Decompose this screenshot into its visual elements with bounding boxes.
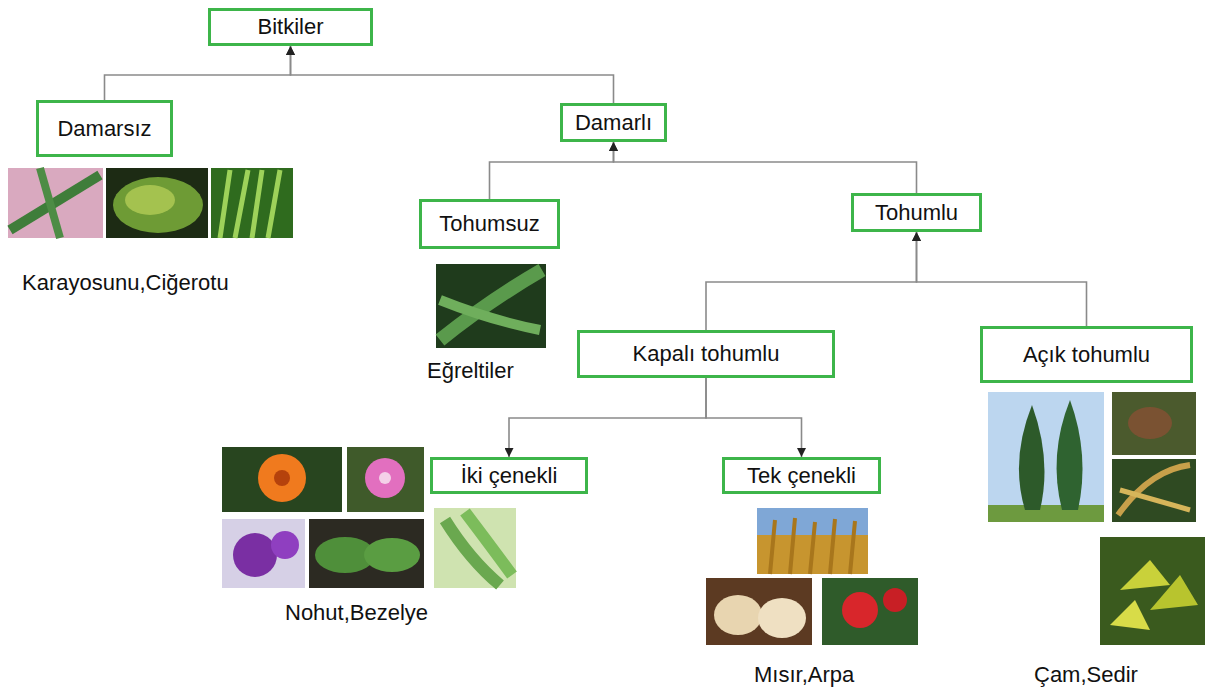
red-flower-photo xyxy=(822,578,918,645)
category-box: Bitkiler xyxy=(208,8,373,46)
pea-pod-photo xyxy=(434,508,516,588)
box-label: Tohumlu xyxy=(869,200,964,225)
example-species: Eğreltiler xyxy=(425,358,516,383)
moss-photo xyxy=(8,168,103,238)
category-box: Açık tohumlu xyxy=(980,326,1193,383)
category-box: Tohumlu xyxy=(851,193,982,232)
liverwort-photo xyxy=(211,168,293,238)
onion-photo xyxy=(706,578,812,645)
tree-connector xyxy=(706,232,917,330)
example-species: Karayosunu,Ciğerotu xyxy=(20,270,231,295)
box-label: Damarlı xyxy=(569,110,658,135)
category-box: Tek çenekli xyxy=(722,457,881,494)
fern-photo xyxy=(436,264,546,348)
category-box: İki çenekli xyxy=(430,457,588,494)
category-box: Damarsız xyxy=(36,100,173,157)
tree-connector xyxy=(706,378,802,457)
box-label: Kapalı tohumlu xyxy=(627,341,786,366)
cone-photo xyxy=(1112,392,1196,455)
example-species: Çam,Sedir xyxy=(1032,662,1140,687)
flower-photo xyxy=(347,447,424,512)
orchid-photo xyxy=(222,519,305,588)
box-label: Tohumsuz xyxy=(433,211,545,236)
lily-photo xyxy=(222,447,342,512)
wheat-photo xyxy=(757,508,868,574)
box-label: Damarsız xyxy=(51,116,157,141)
tree-connector xyxy=(917,232,1087,326)
needle-photo xyxy=(1112,459,1196,522)
box-label: Tek çenekli xyxy=(741,463,862,488)
tree-connector xyxy=(291,46,614,103)
moss-photo xyxy=(106,168,208,238)
tree-connector xyxy=(509,378,706,457)
example-species: Nohut,Bezelye xyxy=(283,600,430,625)
category-box: Kapalı tohumlu xyxy=(577,330,835,378)
tree-connector xyxy=(490,142,614,199)
category-box: Damarlı xyxy=(560,103,667,142)
ginkgo-photo xyxy=(1100,537,1205,645)
example-species: Mısır,Arpa xyxy=(752,662,856,687)
category-box: Tohumsuz xyxy=(419,199,560,249)
cypress-photo xyxy=(988,392,1104,522)
box-label: Bitkiler xyxy=(251,14,329,39)
seedling-photo xyxy=(309,519,424,588)
box-label: İki çenekli xyxy=(455,463,564,488)
box-label: Açık tohumlu xyxy=(1017,342,1156,367)
tree-connector xyxy=(105,46,291,100)
tree-connector xyxy=(614,142,917,193)
